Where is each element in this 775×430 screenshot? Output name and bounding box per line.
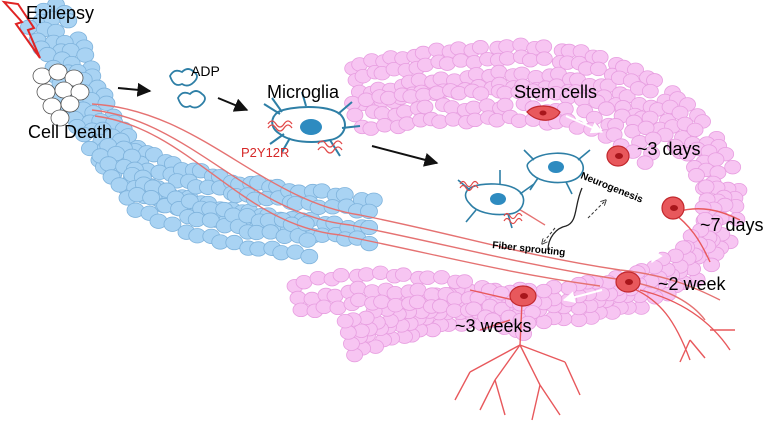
microglia-nucleus	[300, 119, 322, 135]
label-epilepsy: Epilepsy	[26, 3, 94, 23]
label-stem-cells: Stem cells	[514, 82, 597, 102]
mossy-fibers	[91, 103, 721, 321]
p2y12r-receptors	[459, 180, 523, 225]
p2y12r-receptors	[267, 120, 343, 154]
microglia-nucleus	[548, 161, 564, 173]
lightning-icon	[1, 0, 41, 59]
arrow-microglia-to-hippocampus	[371, 145, 439, 167]
arrow-fiber-sprouting	[542, 227, 556, 244]
label-2-week: ~2 week	[658, 274, 727, 294]
neuron-icon	[526, 105, 561, 121]
microglia-nucleus	[490, 193, 506, 205]
neuron-icon	[615, 271, 641, 293]
arrow-death-to-adp	[117, 82, 152, 97]
label-neurogenesis: Neurogenesis	[579, 171, 645, 206]
label-7-days: ~7 days	[700, 215, 764, 235]
label-adp: ADP	[191, 63, 220, 79]
neuron-icon	[509, 285, 537, 307]
neuron-icon	[606, 145, 630, 167]
label-3-weeks: ~3 weeks	[455, 316, 532, 336]
migration-arrows	[562, 115, 673, 304]
label-microglia: Microglia	[267, 82, 340, 102]
label-fiber-sprouting: Fiber sprouting	[492, 240, 566, 259]
arrow-adp-to-microglia	[217, 97, 249, 112]
pink-region	[286, 37, 748, 363]
neuron-icon	[661, 196, 685, 220]
adp-molecule-icon	[169, 68, 206, 109]
label-cell-death: Cell Death	[28, 122, 112, 142]
label-3-days: ~3 days	[637, 139, 701, 159]
process-brace	[547, 187, 583, 251]
dead-cells-cluster	[32, 63, 90, 127]
label-p2y12r: P2Y12R	[241, 145, 289, 160]
arrow-neurogenesis	[587, 200, 606, 219]
